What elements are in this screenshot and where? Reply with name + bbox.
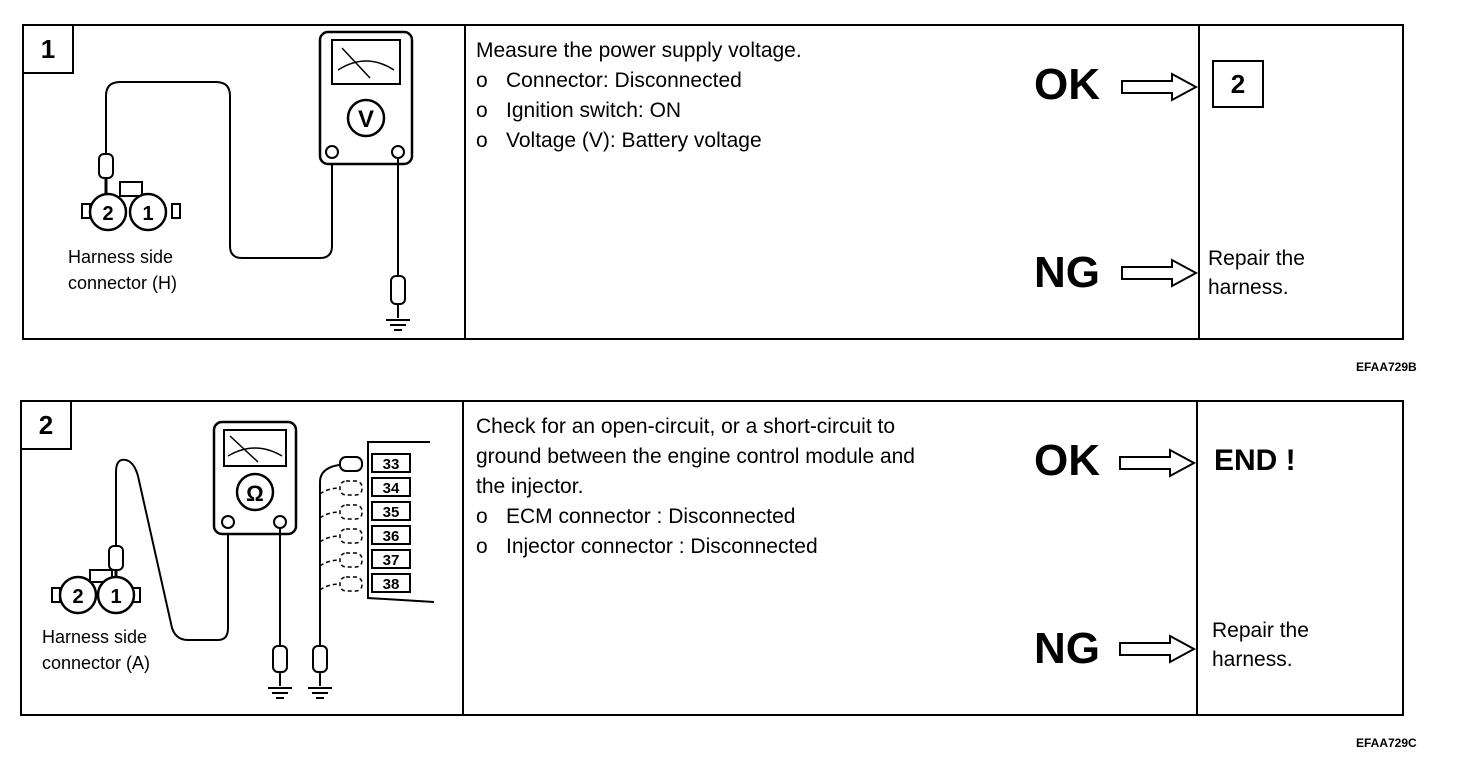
svg-text:33: 33 [383,456,400,473]
step-2-result-divider [1196,402,1198,714]
step-2-instructions: Check for an open-circuit, or a short-ci… [476,412,915,562]
svg-text:2: 2 [72,586,83,608]
step-2-panel: 2 2 1 Ω [20,400,1404,716]
svg-text:V: V [358,106,374,133]
ok-result-end: END ! [1214,444,1296,477]
step-1-panel: 1 2 1 V Harness side connector (H) [22,24,1404,340]
step-1-instruction-divider [464,26,466,338]
ok-arrow-icon [1121,72,1199,102]
ok-label: OK [1034,436,1100,485]
instruction-title: Measure the power supply voltage. [476,39,802,62]
ng-label: NG [1034,248,1100,297]
step-1-connector-label: Harness side connector (H) [68,247,178,293]
ok-arrow-icon [1119,448,1197,478]
svg-text:2: 2 [102,203,113,225]
step-2-number: 2 [22,402,72,450]
figure-code: EFAA729B [1356,360,1417,374]
svg-text:Ω: Ω [246,481,264,506]
svg-text:35: 35 [383,504,400,521]
ok-label: OK [1034,60,1100,109]
connector-pin-2 [88,192,128,232]
step-1-voltmeter-diagram: 2 1 V [81,30,414,331]
step-1-result-divider [1198,26,1200,338]
instruction-line: Check for an open-circuit, or a short-ci… [476,415,895,438]
figure-code: EFAA729C [1356,736,1417,750]
step-2-ohmmeter-diagram: 2 1 Ω [51,420,435,699]
ng-label: NG [1034,624,1100,673]
ng-arrow-icon [1119,634,1197,664]
connector-pin-1 [128,192,168,232]
svg-text:1: 1 [110,586,121,608]
step-2-connector-label: Harness side connector (A) [42,627,151,673]
step-1-number: 1 [24,26,74,74]
svg-text:1: 1 [142,203,153,225]
svg-text:34: 34 [383,480,400,497]
instruction-line: ground between the engine control module… [476,445,915,468]
ng-result-text: Repair the harness. [1208,247,1305,299]
step-2-instruction-divider [462,402,464,714]
instruction-line: the injector. [476,475,584,498]
ok-result-step-box[interactable]: 2 [1212,60,1264,108]
ng-arrow-icon [1121,258,1199,288]
svg-text:37: 37 [383,552,400,569]
svg-text:38: 38 [383,576,400,593]
ng-result-text: Repair the harness. [1212,619,1309,671]
svg-text:36: 36 [383,528,400,545]
